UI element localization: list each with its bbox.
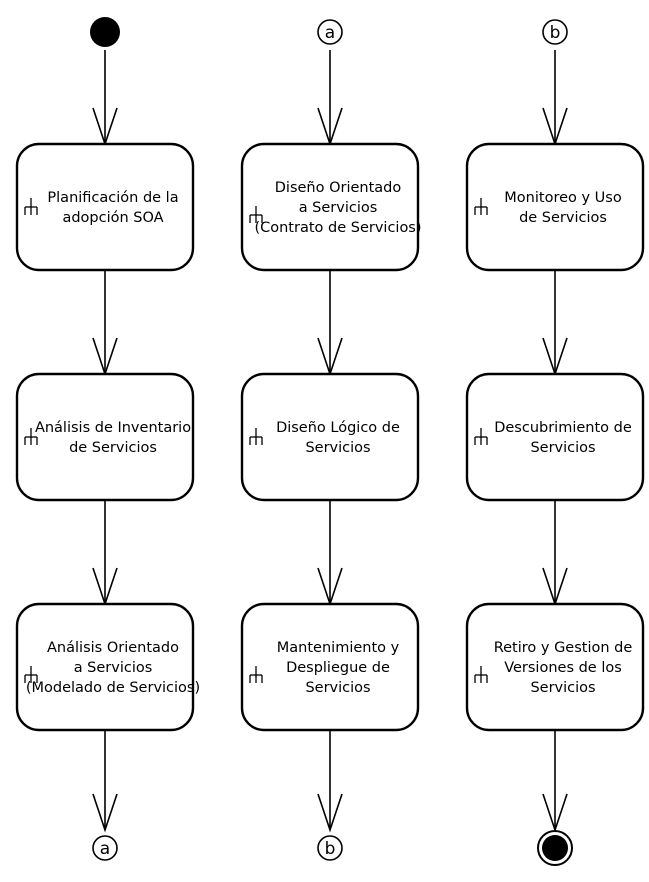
call-behavior-icon xyxy=(249,428,263,445)
call-behavior-icon xyxy=(24,666,38,683)
activity-label-line: Mantenimiento y xyxy=(277,640,400,656)
column-1: Planificación de la adopción SOA Análisis … xyxy=(15,17,200,861)
activity-node: Planificación de la adopción SOA xyxy=(15,142,195,272)
activity-label-line: Análisis de Inventario xyxy=(35,420,191,436)
flow-arrow xyxy=(542,730,568,833)
activity-label-line: Servicios xyxy=(305,680,370,696)
call-behavior-icon xyxy=(474,198,488,215)
activity-node: Análisis Orientado a Servicios (Modelado d… xyxy=(15,602,200,732)
connector-label: a xyxy=(100,839,110,859)
activity-node: Retiro y Gestion de Versiones de losServi… xyxy=(465,602,645,732)
activity-label-line: Despliegue de xyxy=(286,660,390,676)
flow-arrow xyxy=(317,500,343,607)
activity-label-line: a Servicios xyxy=(74,660,153,676)
flow-arrow xyxy=(542,500,568,607)
activity-label-line: de Servicios xyxy=(519,210,607,226)
connector-label: b xyxy=(550,23,561,43)
activity-label-line: Diseño Orientado xyxy=(275,180,402,196)
flow-arrow xyxy=(92,50,118,147)
activity-label-line: a Servicios xyxy=(299,200,378,216)
activity-label-line: Diseño Lógico de xyxy=(276,420,400,436)
activity-label-line: Retiro y Gestion de xyxy=(494,640,633,656)
activity-label-line: de Servicios xyxy=(69,440,157,456)
activity-label-line: Servicios xyxy=(530,440,595,456)
activity-node: Monitoreo y Uso de Servicios xyxy=(465,142,645,272)
activity-node: Mantenimiento y Despliegue de Servicios xyxy=(240,602,420,732)
activity-label-line: Monitoreo y Uso xyxy=(504,190,622,206)
flow-arrow xyxy=(92,730,118,833)
activity-label-line: adopción SOA xyxy=(62,210,163,226)
end-node-column-2: b xyxy=(317,835,343,861)
flow-arrow xyxy=(92,500,118,607)
call-behavior-icon xyxy=(249,666,263,683)
activity-label-line: (Modelado de Servicios) xyxy=(26,680,200,696)
activity-node: Diseño Lógico de Servicios xyxy=(240,372,420,502)
start-node-column-1 xyxy=(90,17,120,47)
start-node-column-2: a xyxy=(317,19,343,45)
flow-arrow xyxy=(92,270,118,377)
start-node-column-3: b xyxy=(542,19,568,45)
call-behavior-icon xyxy=(24,198,38,215)
call-behavior-icon xyxy=(24,428,38,445)
activity-label-line: Planificación de la xyxy=(47,190,178,206)
activity-label-line: Análisis Orientado xyxy=(47,640,179,656)
activity-label-line: (Contrato de Servicios) xyxy=(254,220,421,236)
end-node-column-3 xyxy=(537,830,573,866)
flow-arrow xyxy=(317,270,343,377)
connector-label: a xyxy=(325,23,335,43)
activity-label-line: Versiones de los xyxy=(504,660,622,676)
activity-node: Análisis de Inventario de Servicios xyxy=(15,372,195,502)
activity-label-line: Servicios xyxy=(305,440,370,456)
activity-node: Descubrimiento de Servicios xyxy=(465,372,645,502)
flow-arrow xyxy=(542,50,568,147)
call-behavior-icon xyxy=(474,428,488,445)
end-node-column-1: a xyxy=(92,835,118,861)
call-behavior-icon xyxy=(474,666,488,683)
activity-node: Diseño Orientado a Servicios (Contrato de … xyxy=(240,142,422,272)
connector-label: b xyxy=(325,839,336,859)
flow-arrow xyxy=(542,270,568,377)
flow-arrow xyxy=(317,50,343,147)
activity-label-line: Servicios xyxy=(530,680,595,696)
call-behavior-icon xyxy=(249,206,263,223)
flow-arrow xyxy=(317,730,343,833)
activity-label-line: Descubrimiento de xyxy=(494,420,632,436)
